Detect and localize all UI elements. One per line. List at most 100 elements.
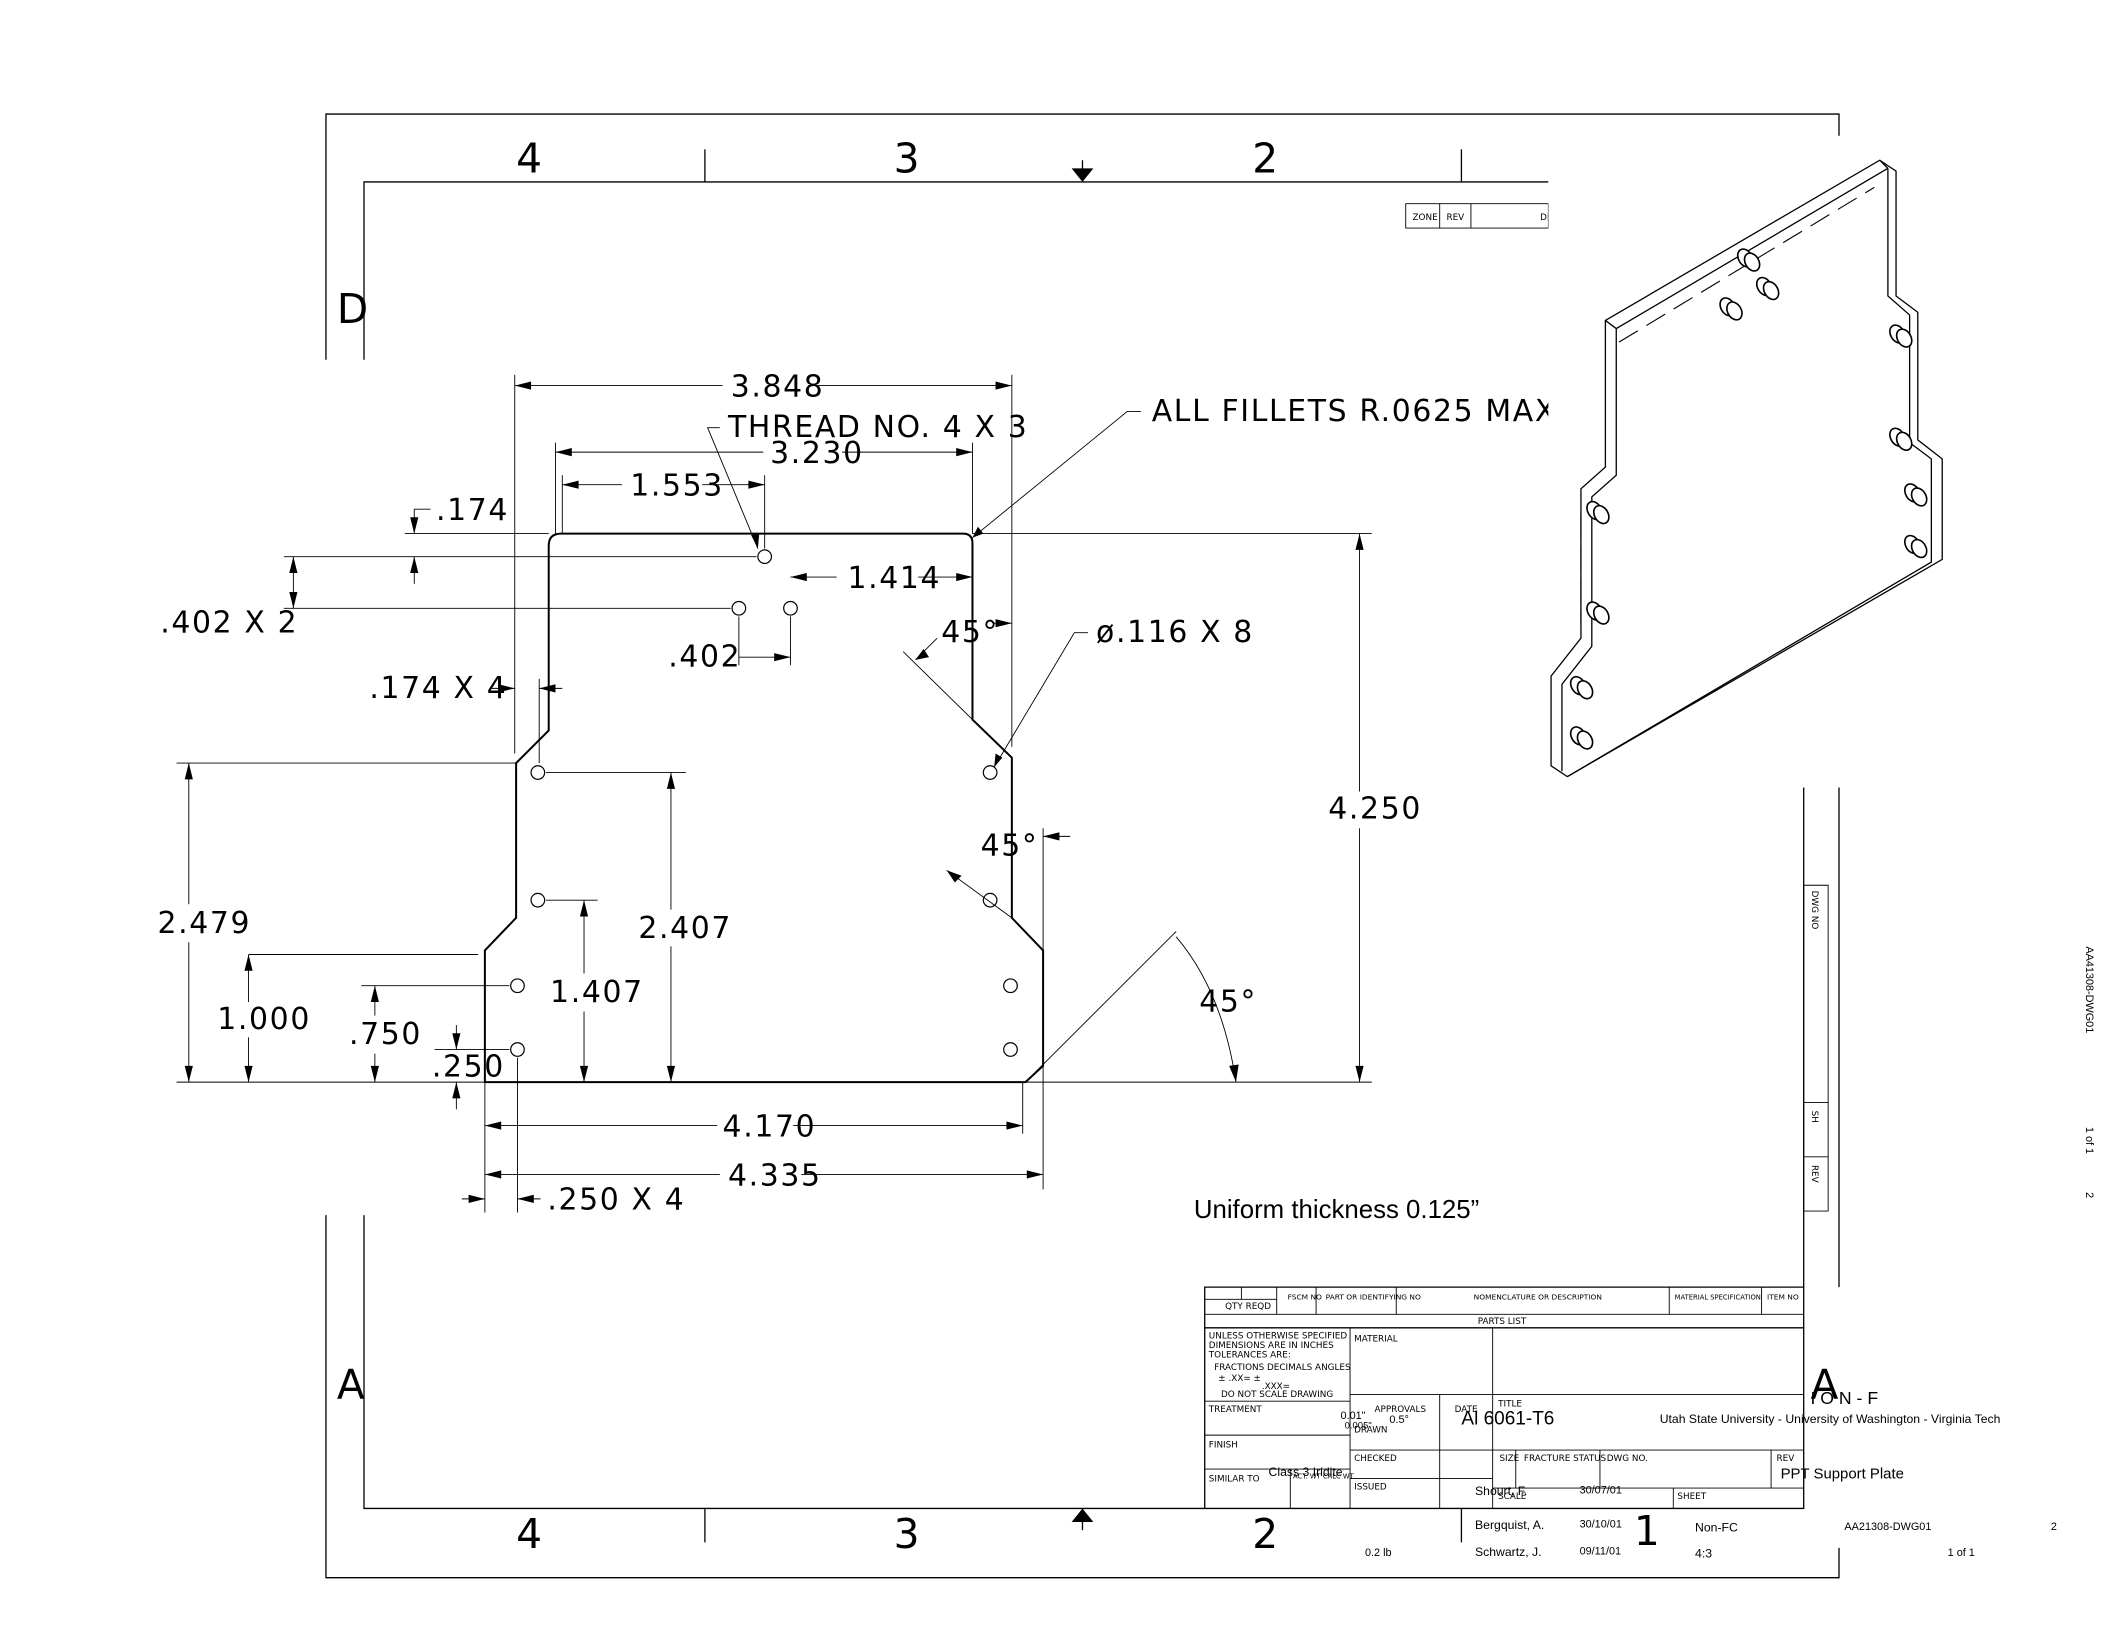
side-dwg-no: DWG NO bbox=[1809, 891, 1819, 930]
sheet-label: SHEET bbox=[1677, 1492, 1706, 1502]
thread-hole bbox=[732, 601, 746, 615]
actwt-label: ACT. WT CALC WT bbox=[1293, 1473, 1355, 1481]
zone-bottom-1: 1 bbox=[1634, 1507, 1660, 1555]
zone-top-3: 3 bbox=[894, 134, 920, 182]
drawn-label: DRAWN bbox=[1354, 1425, 1387, 1435]
iso-holes bbox=[1569, 248, 1928, 750]
dim-750: .750 bbox=[349, 1017, 422, 1052]
through-hole bbox=[531, 893, 545, 907]
pl-qty: QTY REQD bbox=[1225, 1302, 1271, 1312]
material-label: MATERIAL bbox=[1354, 1334, 1398, 1344]
dim-250: .250 bbox=[432, 1050, 505, 1085]
pl-part: PART OR IDENTIFYING NO bbox=[1326, 1292, 1421, 1301]
rev-label: REV bbox=[1777, 1454, 1795, 1464]
issued-date: 09/11/01 bbox=[1580, 1546, 1621, 1558]
thread-hole bbox=[758, 550, 772, 564]
scale-value: 4:3 bbox=[1695, 1546, 1712, 1560]
dim-3230: 3.230 bbox=[770, 436, 864, 471]
issued-by: Schwartz, J. bbox=[1475, 1545, 1542, 1559]
part-title: PPT Support Plate bbox=[1781, 1466, 1904, 1483]
tol-note-6: .XXX= bbox=[1262, 1382, 1290, 1392]
zone-row-a-left: A bbox=[337, 1360, 365, 1408]
tol-note-4: FRACTIONS DECIMALS ANGLES bbox=[1214, 1363, 1351, 1373]
parts-list: QTY REQD FSCM NO PART OR IDENTIFYING NO … bbox=[1205, 1287, 1804, 1328]
dim-3848: 3.848 bbox=[731, 369, 825, 404]
dimension-texts: 3.848 THREAD NO. 4 X 3 3.230 1.553 .174 … bbox=[158, 369, 1557, 1217]
zone-bottom-4: 4 bbox=[516, 1510, 542, 1558]
issued-label: ISSUED bbox=[1354, 1482, 1387, 1492]
through-hole bbox=[1004, 979, 1018, 993]
fillets-callout: ALL FILLETS R.0625 MAX bbox=[1152, 394, 1557, 429]
rev-rev-label: REV bbox=[1446, 213, 1464, 223]
part-outline bbox=[485, 534, 1043, 1083]
zone-top-2: 2 bbox=[1252, 134, 1278, 182]
through-hole bbox=[511, 1043, 525, 1057]
drawn-by: Shourt, F. bbox=[1475, 1484, 1527, 1498]
title-block: UNLESS OTHERWISE SPECIFIED DIMENSIONS AR… bbox=[1205, 1328, 2057, 1560]
dim-4170: 4.170 bbox=[723, 1109, 817, 1144]
holes bbox=[511, 550, 1018, 1056]
fracture-status-value: Non-FC bbox=[1695, 1521, 1738, 1535]
approvals-label: APPROVALS bbox=[1374, 1405, 1426, 1415]
pl-matspec: MATERIAL SPECIFICATION bbox=[1675, 1293, 1761, 1301]
zone-row-d: D bbox=[337, 285, 368, 333]
checked-label: CHECKED bbox=[1354, 1454, 1397, 1464]
finish-label: FINISH bbox=[1209, 1440, 1238, 1450]
right-margin-labels: AA41308-DWG01 1 of 1 2 bbox=[2083, 946, 2095, 1198]
similar-label: SIMILAR TO bbox=[1209, 1474, 1260, 1484]
angle-45-top: 45° bbox=[941, 615, 999, 650]
dim-1414: 1.414 bbox=[848, 561, 942, 596]
sheet-value: 1 of 1 bbox=[1948, 1547, 1975, 1559]
drawn-date: 30/07/01 bbox=[1580, 1485, 1622, 1497]
thickness-note: Uniform thickness 0.125” bbox=[1194, 1196, 1479, 1224]
rev-desc-label: DE bbox=[1540, 213, 1552, 223]
pl-nomen: NOMENCLATURE OR DESCRIPTION bbox=[1474, 1292, 1602, 1301]
angle-45-mid: 45° bbox=[981, 828, 1039, 863]
checked-by: Bergquist, A. bbox=[1475, 1518, 1544, 1532]
dim-2407: 2.407 bbox=[638, 911, 732, 946]
tol-angle: 0.5° bbox=[1389, 1414, 1408, 1426]
dim-1553: 1.553 bbox=[630, 469, 724, 504]
thread-callout: THREAD NO. 4 X 3 bbox=[727, 410, 1028, 445]
tol-decimal: 0.01" bbox=[1341, 1410, 1366, 1422]
through-hole bbox=[511, 979, 525, 993]
through-hole bbox=[1004, 1043, 1018, 1057]
dim-174x4: .174 X 4 bbox=[369, 671, 507, 706]
dwg-no-value: AA21308-DWG01 bbox=[1844, 1521, 1931, 1533]
tol-note-1: UNLESS OTHERWISE SPECIFIED bbox=[1209, 1332, 1348, 1342]
tol-note-3: TOLERANCES ARE: bbox=[1208, 1351, 1291, 1361]
holes-callout: ø.116 X 8 bbox=[1096, 615, 1254, 650]
org-partial: I O N - F bbox=[1810, 1388, 1878, 1408]
dimension-arrows bbox=[184, 381, 1364, 1203]
dim-174: .174 bbox=[436, 493, 509, 528]
margin-rev: 2 bbox=[2083, 1192, 2095, 1198]
margin-sheet: 1 of 1 bbox=[2083, 1127, 2095, 1154]
dim-4335: 4.335 bbox=[728, 1158, 822, 1193]
through-hole bbox=[983, 766, 997, 780]
pl-item: ITEM NO bbox=[1767, 1292, 1799, 1301]
thread-hole bbox=[784, 601, 798, 615]
side-block: DWG NO SH REV bbox=[1804, 885, 1828, 1211]
zone-labels: 4 3 2 1 4 3 2 1 D A A bbox=[337, 134, 1839, 1557]
weight-value: 0.2 lb bbox=[1365, 1547, 1392, 1559]
dim-402x2: .402 X 2 bbox=[160, 606, 298, 641]
angle-45-bottom: 45° bbox=[1199, 985, 1257, 1020]
treatment-label: TREATMENT bbox=[1208, 1405, 1263, 1415]
dimension-lines bbox=[177, 375, 1372, 1213]
tol-note-7: DO NOT SCALE DRAWING bbox=[1221, 1390, 1333, 1400]
fracture-label: FRACTURE STATUS bbox=[1524, 1454, 1607, 1464]
through-hole bbox=[531, 766, 545, 780]
checked-date: 30/10/01 bbox=[1580, 1518, 1622, 1530]
size-label: SIZE bbox=[1499, 1454, 1519, 1464]
revision-block: ZONE REV DE bbox=[1406, 204, 1553, 228]
through-hole bbox=[983, 893, 997, 907]
tol-decimal-2: 0.005" bbox=[1345, 1420, 1372, 1431]
margin-dwg-no: AA41308-DWG01 bbox=[2083, 946, 2095, 1033]
side-sh: SH bbox=[1809, 1111, 1819, 1123]
title-label: TITLE bbox=[1497, 1400, 1522, 1410]
rev-zone-label: ZONE bbox=[1413, 213, 1438, 223]
date-label: DATE bbox=[1455, 1405, 1478, 1415]
zone-top-4: 4 bbox=[516, 134, 542, 182]
tol-note-5: ± .XX= ± bbox=[1218, 1374, 1261, 1384]
